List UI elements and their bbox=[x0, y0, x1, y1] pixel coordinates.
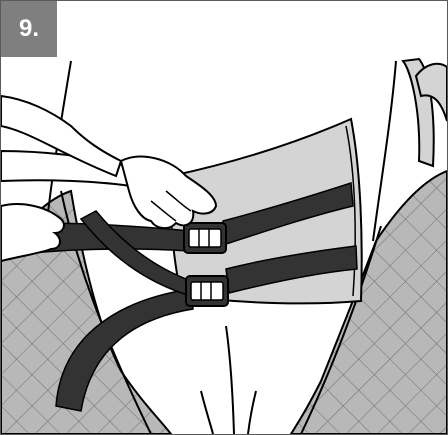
spine-line bbox=[226, 326, 234, 434]
step-number-badge: 9. bbox=[1, 1, 57, 57]
lower-buckle bbox=[186, 276, 228, 306]
upper-buckle bbox=[184, 223, 226, 253]
step-number-label: 9. bbox=[19, 15, 39, 43]
torso-outline-right bbox=[373, 61, 396, 241]
buttock-line bbox=[201, 391, 256, 434]
